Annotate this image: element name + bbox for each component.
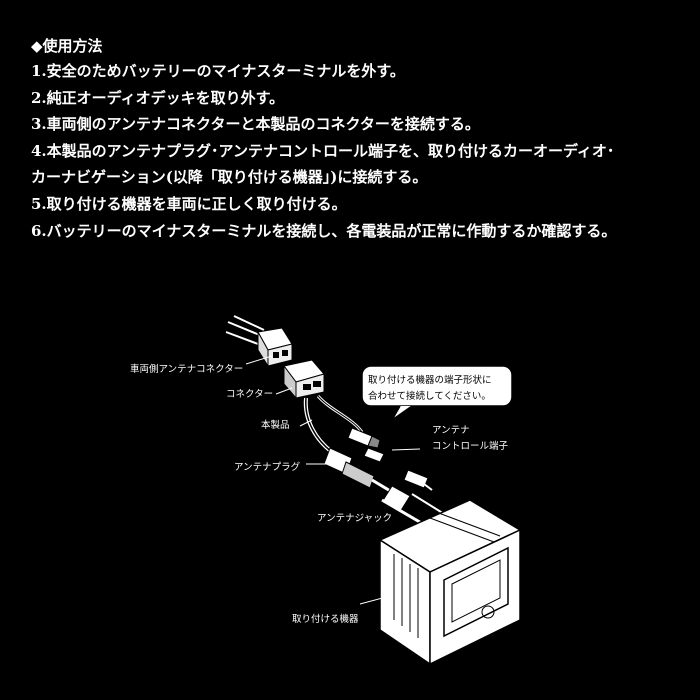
label-antenna-control-line-1: アンテナ [432,425,470,436]
callout-line-2: 合わせて接続してください。 [368,390,491,402]
antenna-plug-illustration [323,447,393,494]
product-connector-illustration [283,359,325,400]
control-terminal-plugs [347,427,433,491]
label-device: 取り付ける機器 [292,613,359,625]
step-2: 2.純正オーディオデッキを取り外す。 [31,88,285,107]
callout-line-1: 取り付ける機器の端子形状に [368,374,492,386]
label-product: 本製品 [261,419,290,431]
callout-box: 取り付ける機器の端子形状に 合わせて接続してください。 [361,365,513,421]
step-4: 4.本製品のアンテナプラグ･アンテナコントロール端子を、取り付けるカーオーディオ… [31,141,615,160]
product-cables [303,394,364,454]
step-6: 6.バッテリーのマイナスターミナルを接続し、各電装品が正常に作動するか確認する。 [31,221,617,240]
label-antenna-jack: アンテナジャック [317,513,392,524]
step-1: 1.安全のためバッテリーのマイナスターミナルを外す。 [31,62,405,80]
label-connector: コネクター [226,389,273,400]
label-vehicle-connector: 車両側アンテナコネクター [130,363,243,375]
instructions: ◆使用方法 1.安全のためバッテリーのマイナスターミナルを外す。 2.純正オーデ… [31,34,691,244]
step-3: 3.車両側のアンテナコネクターと本製品のコネクターを接続する。 [31,115,480,134]
label-antenna-plug: アンテナプラグ [234,461,301,473]
step-5: 5.取り付ける機器を車両に正しく取り付ける。 [31,194,347,213]
leader-lines [245,355,421,605]
section-heading: ◆使用方法 [31,37,103,55]
step-4-continued: カーナビゲーション(以降「取り付ける機器」)に接続する。 [31,168,428,187]
label-antenna-control-line-2: コントロール端子 [432,440,509,452]
device-unit-illustration [378,499,522,666]
vehicle-connector-illustration [257,327,293,368]
vehicle-wires [225,315,265,345]
